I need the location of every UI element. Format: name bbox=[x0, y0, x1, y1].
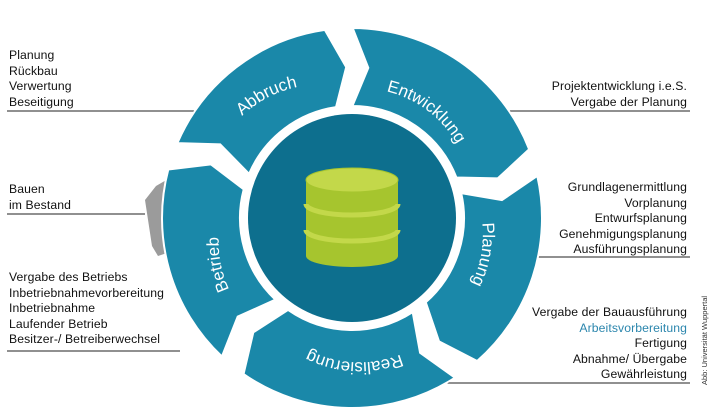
realisierung-task: Fertigung bbox=[634, 336, 687, 351]
betrieb-tasks: Vergabe des Betriebs Inbetriebnahmevorbe… bbox=[9, 270, 164, 348]
realisierung-task: Vergabe der Bauausführung bbox=[532, 305, 687, 319]
realisierung-tasks: Vergabe der Bauausführung Arbeitsvorbere… bbox=[532, 305, 687, 383]
betrieb-task: Laufender Betrieb bbox=[9, 316, 108, 331]
realisierung-task: Abnahme/ Übergabe bbox=[572, 351, 687, 366]
betrieb-task: Inbetriebnahmevorbereitung bbox=[9, 285, 165, 300]
abbruch-task: Beseitigung bbox=[9, 94, 74, 109]
planung-task: Ausführungsplanung bbox=[573, 242, 687, 257]
betrieb-task: Vergabe des Betriebs bbox=[9, 270, 128, 284]
realisierung-task-highlighted: Arbeitsvorbereitung bbox=[579, 320, 687, 335]
planung-task: Vorplanung bbox=[624, 195, 687, 210]
entwicklung-tasks: Projektentwicklung i.e.S. Vergabe der Pl… bbox=[552, 79, 687, 110]
database-icon bbox=[303, 167, 401, 267]
center-hub-outer-ring bbox=[243, 109, 461, 327]
entwicklung-task: Projektentwicklung i.e.S. bbox=[551, 79, 687, 93]
entwicklung-task: Vergabe der Planung bbox=[570, 94, 687, 109]
abbruch-task: Planung bbox=[9, 48, 55, 62]
planung-tasks: Grundlagenermittlung Vorplanung Entwurfs… bbox=[559, 180, 687, 258]
realisierung-task: Gewährleistung bbox=[600, 367, 687, 382]
image-credit: Abb: Universität Wuppertal bbox=[700, 295, 709, 385]
bestand-task: im Bestand bbox=[9, 197, 71, 212]
bestand-task: Bauen bbox=[9, 182, 45, 196]
lifecycle-ring bbox=[161, 26, 543, 409]
abbruch-tasks: Planung Rückbau Verwertung Beseitigung bbox=[9, 48, 74, 110]
segment-planung bbox=[424, 174, 543, 363]
abbruch-task: Rückbau bbox=[9, 63, 58, 78]
bestand-tasks: Bauen im Bestand bbox=[9, 182, 71, 213]
abbruch-task: Verwertung bbox=[9, 79, 72, 94]
betrieb-task: Inbetriebnahme bbox=[9, 301, 96, 316]
planung-task: Genehmigungsplanung bbox=[559, 226, 687, 241]
segment-entwicklung bbox=[350, 26, 531, 180]
segment-realisierung bbox=[242, 308, 457, 409]
planung-task: Grundlagenermittlung bbox=[567, 180, 687, 194]
betrieb-task: Besitzer-/ Betreiberwechsel bbox=[9, 332, 161, 347]
planung-task: Entwurfsplanung bbox=[594, 211, 687, 226]
segment-betrieb bbox=[161, 163, 278, 359]
segment-abbruch bbox=[175, 28, 348, 176]
